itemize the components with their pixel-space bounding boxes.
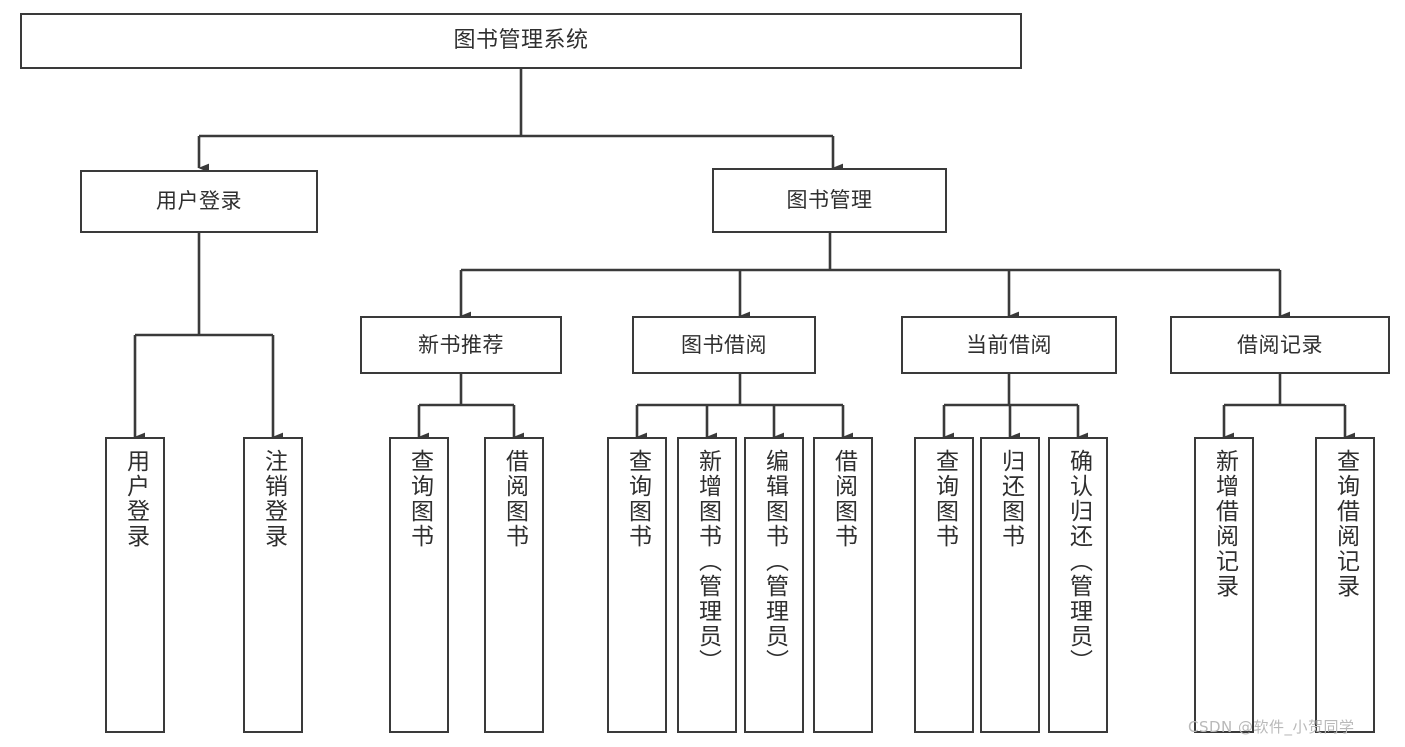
node-borrow-record[interactable]: 借阅记录 — [1170, 316, 1390, 374]
node-label: 用户登录 — [156, 189, 242, 214]
node-book-management[interactable]: 图书管理 — [712, 168, 947, 233]
node-leaf-return-book[interactable]: 归还图书 — [980, 437, 1040, 733]
node-label: 新增图书（管理员） — [694, 449, 721, 674]
node-label: 借阅图书 — [501, 449, 528, 549]
node-leaf-add-borrow-record[interactable]: 新增借阅记录 — [1194, 437, 1254, 733]
node-label: 图书借阅 — [681, 332, 767, 357]
node-label: 新增借阅记录 — [1211, 449, 1238, 599]
node-label: 查询图书 — [406, 449, 433, 549]
node-label: 图书管理系统 — [453, 28, 589, 54]
node-new-book-recommend[interactable]: 新书推荐 — [360, 316, 562, 374]
node-leaf-query-book-recommend[interactable]: 查询图书 — [389, 437, 449, 733]
node-label: 编辑图书（管理员） — [761, 449, 788, 674]
node-leaf-user-login[interactable]: 用户登录 — [105, 437, 165, 733]
node-book-management-system[interactable]: 图书管理系统 — [20, 13, 1022, 69]
node-book-borrow[interactable]: 图书借阅 — [632, 316, 816, 374]
node-leaf-edit-book[interactable]: 编辑图书（管理员） — [744, 437, 804, 733]
node-leaf-query-borrow-record[interactable]: 查询借阅记录 — [1315, 437, 1375, 733]
node-label: 新书推荐 — [418, 332, 504, 357]
node-label: 注销登录 — [260, 449, 287, 549]
node-label: 查询图书 — [624, 449, 651, 549]
node-label: 查询借阅记录 — [1332, 449, 1359, 599]
node-leaf-borrow-book-recommend[interactable]: 借阅图书 — [484, 437, 544, 733]
node-label: 用户登录 — [122, 449, 149, 549]
node-leaf-logout-login[interactable]: 注销登录 — [243, 437, 303, 733]
node-leaf-confirm-return[interactable]: 确认归还（管理员） — [1048, 437, 1108, 733]
node-current-borrow[interactable]: 当前借阅 — [901, 316, 1117, 374]
node-label: 图书管理 — [786, 188, 873, 213]
node-leaf-query-book-current[interactable]: 查询图书 — [914, 437, 974, 733]
node-leaf-query-book-borrow[interactable]: 查询图书 — [607, 437, 667, 733]
node-label: 借阅记录 — [1237, 332, 1323, 357]
node-label: 查询图书 — [931, 449, 958, 549]
node-leaf-borrow-book[interactable]: 借阅图书 — [813, 437, 873, 733]
node-label: 借阅图书 — [830, 449, 857, 549]
node-leaf-add-book[interactable]: 新增图书（管理员） — [677, 437, 737, 733]
node-label: 确认归还（管理员） — [1065, 449, 1092, 674]
node-label: 当前借阅 — [966, 332, 1052, 357]
node-user-login[interactable]: 用户登录 — [80, 170, 318, 233]
node-label: 归还图书 — [997, 449, 1024, 549]
